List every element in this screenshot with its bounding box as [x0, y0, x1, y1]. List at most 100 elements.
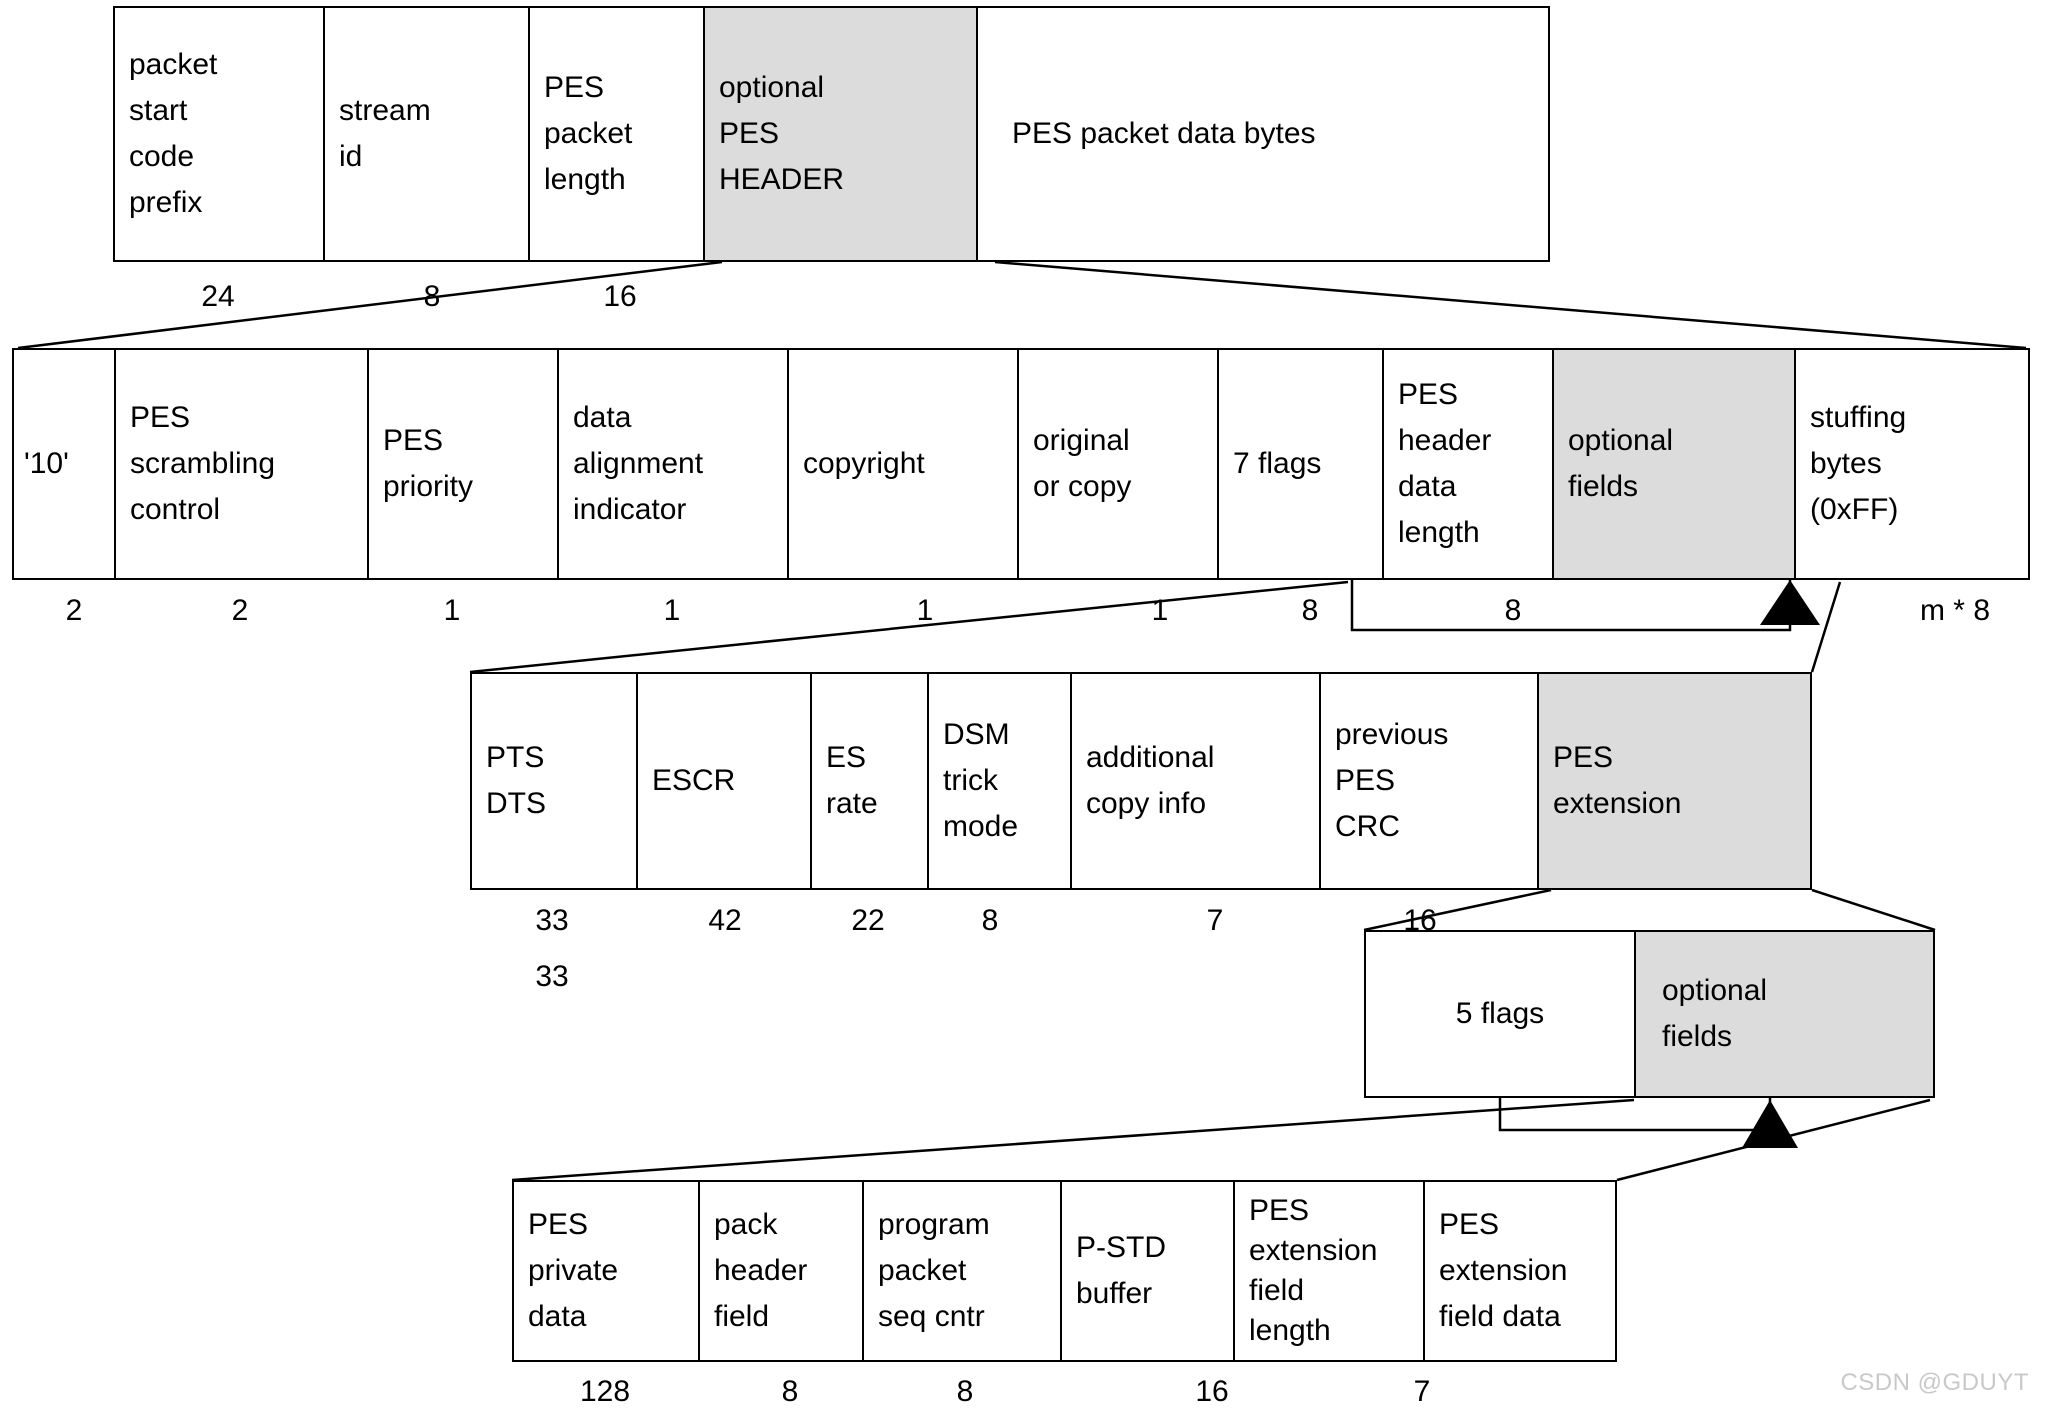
bit-label: 22 [851, 904, 885, 937]
cell-pes-packet-data-bytes: PES packet data bytes [978, 8, 1548, 260]
cell-line: extension [1553, 787, 1682, 820]
cell-line: rate [826, 787, 878, 820]
cell-es-rate: ES rate [812, 674, 929, 888]
cell-5-flags: 5 flags [1366, 932, 1636, 1096]
cell-line: stream [339, 94, 431, 127]
bit-label: 7 [1413, 1375, 1431, 1408]
bit-label: 8 [956, 1375, 974, 1408]
cell-line: priority [383, 470, 474, 503]
bit-label: 42 [708, 904, 742, 937]
cell-line: optional [1568, 424, 1674, 457]
cell-line: scrambling [130, 447, 276, 480]
cell-line: data [573, 401, 632, 434]
cell-line: DTS [486, 787, 546, 820]
bit-label: 1 [443, 594, 461, 627]
cell-line: field [714, 1300, 770, 1333]
cell-line: PES [544, 71, 605, 104]
cell-pts-dts: PTS DTS [472, 674, 638, 888]
cell-line: extension [1439, 1254, 1568, 1287]
cell-line: PES packet data bytes [1012, 117, 1316, 150]
bit-label-pts-dts-second: 33 [535, 960, 569, 993]
cell-pack-header-field: pack header field [700, 1182, 864, 1360]
cell-line: extension [1249, 1234, 1378, 1267]
bit-label: 1 [663, 594, 681, 627]
cell-line: control [130, 493, 221, 526]
cell-pes-private-data: PES private data [514, 1182, 700, 1360]
cell-line: PES [528, 1208, 589, 1241]
cell-line: header [1398, 424, 1492, 457]
cell-line: PES [1335, 764, 1396, 797]
cell-line: fields [1568, 470, 1639, 503]
cell-line: PTS [486, 741, 545, 774]
cell-line: mode [943, 810, 1019, 843]
pes-packet-row: packet start code prefix stream id PES p… [113, 6, 1550, 262]
cell-line: PES [719, 117, 780, 150]
cell-line: alignment [573, 447, 704, 480]
cell-line: id [339, 140, 363, 173]
cell-line: packet [129, 48, 218, 81]
extension-optional-fields-row: PES private data pack header field progr… [512, 1180, 1617, 1362]
cell-line: HEADER [719, 163, 845, 196]
cell-line: additional [1086, 741, 1215, 774]
cell-line: data [528, 1300, 587, 1333]
cell-line: original [1033, 424, 1130, 457]
cell-pes-extension: PES extension [1539, 674, 1810, 888]
cell-pes-header-data-length: PES header data length [1384, 350, 1554, 578]
cell-pes-packet-length: PES packet length [530, 8, 705, 260]
cell-line: bytes [1810, 447, 1882, 480]
cell-line: data [1398, 470, 1457, 503]
cell-program-packet-seq-cntr: program packet seq cntr [864, 1182, 1062, 1360]
cell-line: indicator [573, 493, 687, 526]
cell-line: program [878, 1208, 990, 1241]
cell-pes-priority: PES priority [369, 350, 559, 578]
cell-line: ES [826, 741, 867, 774]
cell-line: ESCR [652, 764, 736, 797]
cell-previous-pes-crc: previous PES CRC [1321, 674, 1539, 888]
cell-line: or copy [1033, 470, 1132, 503]
cell-line: start [129, 94, 188, 127]
bit-label: 8 [423, 280, 441, 313]
cell-line: PES [1439, 1208, 1500, 1241]
cell-extension-optional-fields: optional fields [1636, 932, 1933, 1096]
bit-label: 2 [65, 594, 83, 627]
cell-line: PES [1553, 741, 1614, 774]
cell-line: PES [1249, 1194, 1310, 1227]
cell-line: prefix [129, 186, 203, 219]
cell-line: stuffing [1810, 401, 1907, 434]
pes-header-row: '10' PES scrambling control PES priority… [12, 348, 2030, 580]
cell-stuffing-bytes: stuffing bytes (0xFF) [1796, 350, 2028, 578]
watermark: CSDN @GDUYT [1840, 1369, 2029, 1396]
cell-line: buffer [1076, 1277, 1153, 1310]
cell-line: seq cntr [878, 1300, 985, 1333]
cell-packet-start-code-prefix: packet start code prefix [115, 8, 325, 260]
bit-label: 8 [1504, 594, 1522, 627]
cell-line: 5 flags [1455, 997, 1545, 1030]
cell-line: header [714, 1254, 808, 1287]
bit-label: 1 [916, 594, 934, 627]
cell-line: private [528, 1254, 619, 1287]
cell-original-or-copy: original or copy [1019, 350, 1219, 578]
bit-label: 7 [1206, 904, 1224, 937]
cell-7-flags: 7 flags [1219, 350, 1384, 578]
bit-label: 8 [981, 904, 999, 937]
cell-escr: ESCR [638, 674, 812, 888]
cell-marker-bits-10: '10' [14, 350, 116, 578]
bit-label: 8 [781, 1375, 799, 1408]
cell-line: length [544, 163, 626, 196]
bit-label: 2 [231, 594, 249, 627]
cell-line: fields [1662, 1020, 1733, 1053]
cell-pes-extension-field-data: PES extension field data [1425, 1182, 1615, 1360]
optional-fields-row: PTS DTS ESCR ES rate DSM trick mode addi… [470, 672, 1812, 890]
cell-line: (0xFF) [1810, 493, 1899, 526]
bit-label: m * 8 [1919, 594, 1991, 627]
bit-label: 24 [201, 280, 235, 313]
bit-label: 1 [1151, 594, 1169, 627]
bit-label: 33 [535, 904, 569, 937]
cell-line: PES [383, 424, 444, 457]
pes-extension-row: 5 flags optional fields [1364, 930, 1935, 1098]
cell-line: 7 flags [1233, 447, 1322, 480]
cell-line: CRC [1335, 810, 1400, 843]
bit-label: 8 [1301, 594, 1319, 627]
cell-line: PES [130, 401, 191, 434]
